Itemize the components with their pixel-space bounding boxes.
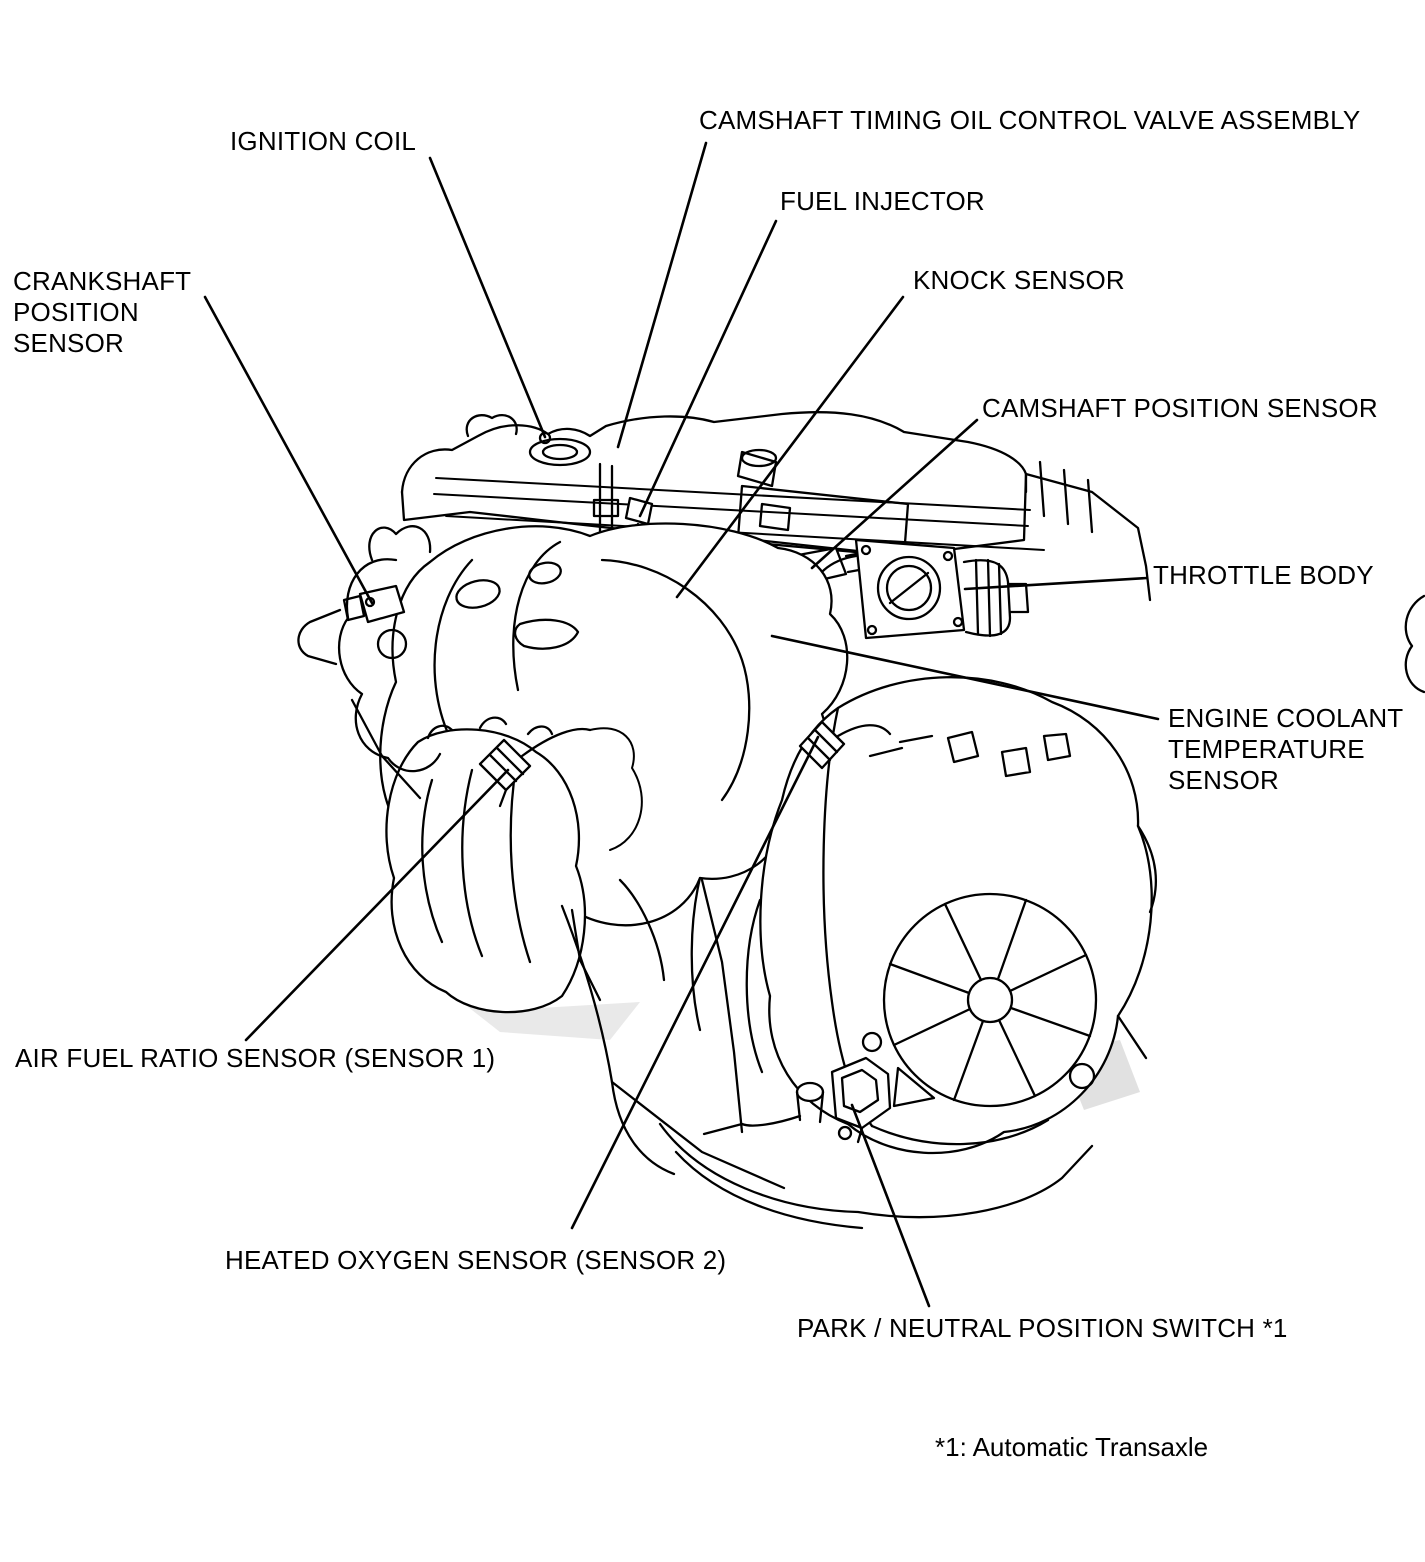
component-label-fuel-injector: FUEL INJECTOR (780, 186, 985, 216)
leader-line-heated-oxygen-sensor-sensor-2 (570, 735, 820, 1230)
component-label-camshaft-timing-oil-control-valve-assembly: CAMSHAFT TIMING OIL CONTROL VALVE ASSEMB… (699, 105, 1361, 135)
component-label-air-fuel-ratio-sensor-sensor-1: AIR FUEL RATIO SENSOR (SENSOR 1) (15, 1043, 496, 1073)
leader-line-fuel-injector (638, 219, 778, 518)
leader-line-engine-coolant-temperature-sensor (770, 634, 1160, 721)
component-label-ignition-coil: IGNITION COIL (230, 126, 417, 156)
component-label-heated-oxygen-sensor-sensor-2: HEATED OXYGEN SENSOR (SENSOR 2) (225, 1245, 727, 1275)
leader-line-crankshaft-position-sensor (203, 295, 374, 605)
component-label-knock-sensor: KNOCK SENSOR (913, 265, 1125, 295)
leader-line-camshaft-timing-oil-control-valve-assembly (616, 141, 708, 449)
leader-line-park-neutral-position-switch (850, 1103, 931, 1308)
component-label-camshaft-position-sensor: CAMSHAFT POSITION SENSOR (982, 393, 1378, 423)
leader-line-throttle-body (963, 576, 1149, 591)
leader-line-air-fuel-ratio-sensor-sensor-1 (244, 768, 510, 1042)
component-label-crankshaft-position-sensor: CRANKSHAFT POSITION SENSOR (13, 266, 192, 358)
component-label-park-neutral-position-switch: PARK / NEUTRAL POSITION SWITCH *1 (797, 1313, 1288, 1343)
leader-line-camshaft-position-sensor (810, 418, 979, 570)
footnote: *1: Automatic Transaxle (935, 1432, 1209, 1462)
component-label-throttle-body: THROTTLE BODY (1153, 560, 1374, 590)
leader-line-knock-sensor (675, 295, 905, 599)
component-label-engine-coolant-temperature-sensor: ENGINE COOLANT TEMPERATURE SENSOR (1168, 703, 1404, 795)
leader-lines (203, 141, 1160, 1308)
leader-line-ignition-coil (428, 156, 547, 439)
